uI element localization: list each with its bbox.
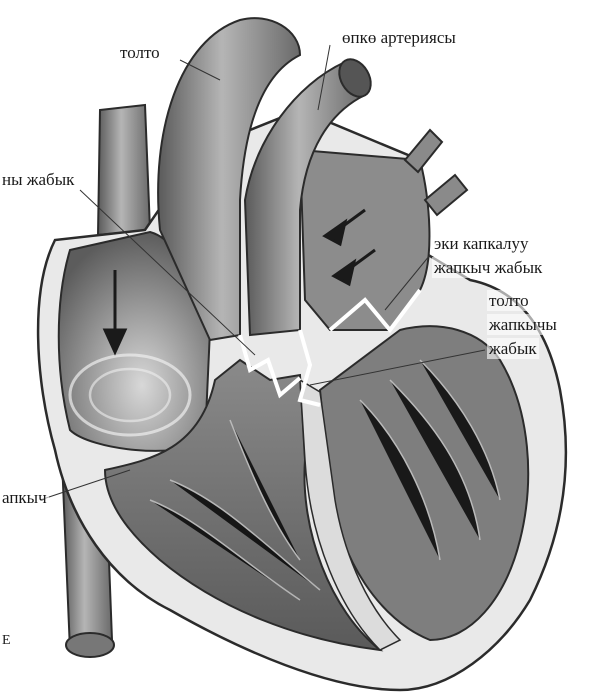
label-aortic-valve-line2: жапкычы <box>487 314 559 335</box>
label-aortic-valve-line3: жабык <box>487 338 539 359</box>
label-pulmonary-artery: өпкө артериясы <box>340 27 458 48</box>
label-mitral-valve-line1: эки капкалуу <box>432 233 531 254</box>
label-aorta: толто <box>118 42 162 63</box>
superior-vena-cava <box>98 105 150 235</box>
label-aortic-valve-line1: толто <box>487 290 531 311</box>
pulmonary-vein-lower <box>425 175 467 215</box>
label-mitral-valve-line2: жапкыч жабык <box>432 257 544 278</box>
label-pulmonary-valve-closed: ны жабык <box>0 169 76 190</box>
label-tricuspid-valve: апкыч <box>0 487 49 508</box>
label-corner-mark: E <box>0 630 13 651</box>
pulmonary-vein-upper <box>405 130 442 172</box>
